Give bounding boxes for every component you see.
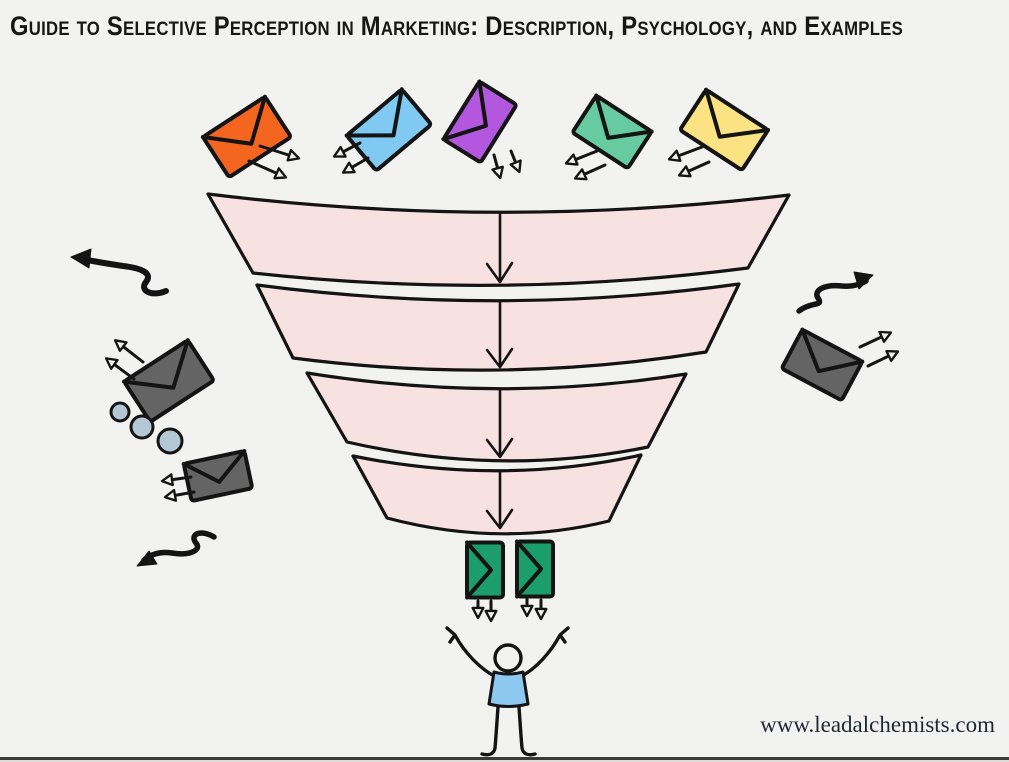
- flow-arrow-3: [485, 388, 514, 459]
- figure-left-leg: [480, 705, 500, 757]
- envelope-dark-green-2-icon: [515, 539, 555, 599]
- envelope-gray-right-motion-arrows: [858, 330, 900, 368]
- bottom-border-underlay: [0, 760, 1009, 762]
- envelope-green-motion-arrows: [564, 149, 607, 181]
- figure-shirt: [487, 670, 530, 708]
- incoming-envelopes: [200, 79, 771, 181]
- passed-envelopes-down-arrows: [471, 597, 548, 623]
- figure-left-arm: [445, 626, 498, 679]
- funnel: [206, 192, 791, 536]
- funnel-stage-3: [305, 371, 688, 463]
- deflected-right-group: [780, 271, 900, 402]
- envelope-dark-green-1-icon: [465, 540, 505, 600]
- passed-envelopes: [465, 539, 555, 623]
- funnel-stage-1: [206, 192, 791, 287]
- envelope-yellow-icon: [679, 87, 771, 172]
- envelope-green-icon: [571, 93, 654, 170]
- envelope-orange-motion-arrows: [247, 144, 301, 180]
- envelope-blue-motion-arrows: [332, 141, 370, 174]
- dot-2: [129, 414, 155, 440]
- envelope-orange-icon: [200, 94, 292, 179]
- envelope-gray-left-2-icon: [181, 448, 254, 503]
- flow-arrow-2: [485, 300, 514, 369]
- figure-right-leg: [517, 705, 537, 757]
- funnel-stage-2: [255, 282, 741, 372]
- envelope-gray-left-1-icon: [122, 338, 215, 423]
- flow-arrow-1: [485, 212, 514, 284]
- bottom-border: [0, 757, 1009, 760]
- funnel-stage-4: [351, 453, 643, 536]
- deflected-left-group: [70, 248, 254, 567]
- dots-icon: [109, 401, 184, 455]
- envelope-gray-right-icon: [780, 327, 865, 402]
- envelope-gray-left-2-motion-arrows: [160, 473, 196, 502]
- envelope-purple-icon: [441, 79, 518, 164]
- funnel-flow-arrows: [485, 212, 514, 530]
- page-title: Guide to Selective Perception in Marketi…: [10, 11, 904, 41]
- envelope-purple-motion-arrows: [491, 149, 522, 180]
- curve-arrow-right-icon: [796, 271, 874, 314]
- curve-arrow-down-left-icon: [136, 530, 217, 567]
- stick-figure: [445, 626, 570, 757]
- envelope-yellow-motion-arrows: [667, 145, 711, 178]
- dot-3: [156, 427, 184, 455]
- curve-arrow-left-icon: [70, 248, 169, 297]
- figure-head: [493, 643, 523, 673]
- website-url: www.leadalchemists.com: [760, 712, 995, 737]
- envelope-blue-icon: [344, 87, 433, 172]
- dot-1: [109, 401, 131, 423]
- flow-arrow-4: [485, 470, 514, 530]
- figure-right-arm: [518, 626, 570, 679]
- envelope-gray-left-1-motion-arrows: [104, 339, 145, 381]
